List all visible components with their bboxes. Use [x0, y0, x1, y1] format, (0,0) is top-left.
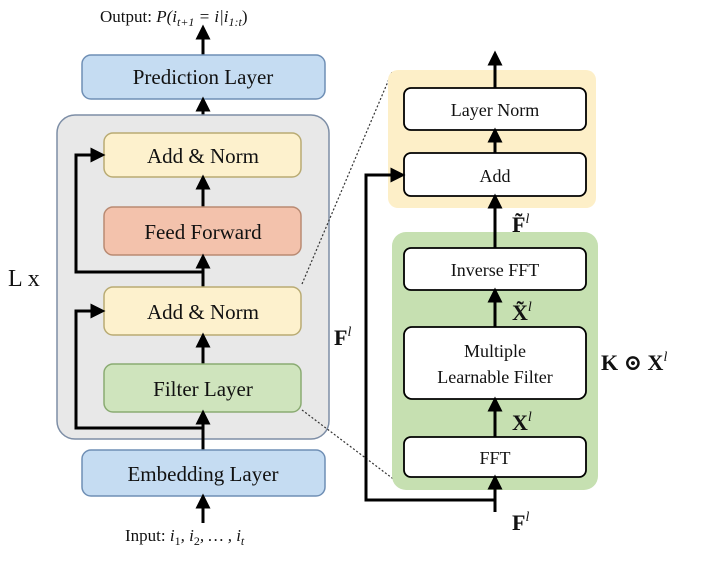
add-label: Add: [480, 166, 511, 186]
repeated-block-panel: [56, 114, 330, 440]
add-norm-bottom-label: Add & Norm: [147, 300, 259, 324]
filter-layer-label: Filter Layer: [153, 377, 253, 401]
multiple-filter-line2: Learnable Filter: [437, 367, 552, 387]
x-label: Xl: [512, 410, 532, 435]
output-label: Output: P(it+1 = i|i1:t): [100, 7, 248, 29]
feed-forward-label: Feed Forward: [144, 220, 262, 244]
zoom-line-bottom: [301, 409, 401, 485]
f-side-label: Fl: [334, 325, 351, 350]
inverse-fft-label: Inverse FFT: [451, 260, 540, 280]
add-norm-top-label: Add & Norm: [147, 144, 259, 168]
x-tilde-label: X̃l: [512, 300, 532, 325]
f-tilde-label: F̃l: [512, 212, 529, 237]
repeat-count-label: L x: [8, 266, 40, 292]
residual-connection-detail: [364, 167, 495, 502]
multiple-learnable-filter-box: [403, 326, 587, 400]
embedding-layer-label: Embedding Layer: [127, 462, 278, 486]
input-label: Input: i1, i2, … , it: [125, 526, 245, 548]
k-times-x-label: K ⊙ Xl: [601, 350, 667, 375]
fft-label: FFT: [479, 448, 510, 468]
residual-connection-bottom: [74, 303, 203, 430]
prediction-layer-label: Prediction Layer: [133, 65, 274, 89]
residual-connection-top: [74, 147, 203, 274]
multiple-filter-line1: Multiple: [464, 341, 526, 361]
f-bottom-label: Fl: [512, 510, 529, 535]
layer-norm-label: Layer Norm: [451, 100, 539, 120]
